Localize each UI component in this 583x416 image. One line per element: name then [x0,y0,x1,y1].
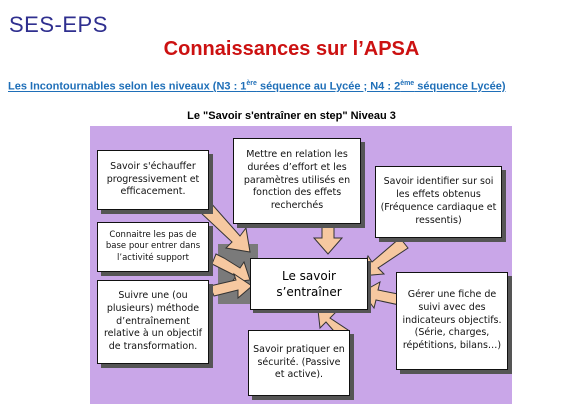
box-durees: Mettre en relation les durées d’effort e… [233,138,361,224]
ses-eps-logo: SES-EPS [9,12,108,37]
box-echauffer: Savoir s'échauffer progressivement et ef… [97,150,209,210]
subtitle-part-a: Les Incontournables selon les niveaux (N… [8,80,247,93]
box-effets: Savoir identifier sur soi les effets obt… [375,166,502,238]
arrow-durees [312,223,344,255]
subtitle-part-c: séquence Lycée) [414,80,506,93]
box-methode: Suivre une (ou plusieurs) méthode d’entr… [97,280,209,364]
subtitle-sup-1: ère [246,80,257,87]
arrow-pas [211,253,251,283]
box-securite: Savoir pratiquer en sécurité. (Passive e… [248,330,350,396]
box-pas: Connaitre les pas de base pour entrer da… [97,222,209,272]
subtitle-link[interactable]: Les Incontournables selon les niveaux (N… [8,80,506,93]
arrow-echauffer [199,201,251,253]
box-fiche: Gérer une fiche de suivi avec des indica… [396,272,508,370]
diagram-title: Le "Savoir s'entraîner en step" Niveau 3 [187,110,396,122]
page-title: Connaissances sur l’APSA [163,38,420,60]
arrow-effets [359,237,409,277]
subtitle-sup-2: ème [400,80,415,87]
center-box: Le savoir s’entraîner [250,258,368,310]
subtitle-part-b: séquence au Lycée ; N4 : 2 [256,80,401,93]
arrow-methode [209,272,253,300]
